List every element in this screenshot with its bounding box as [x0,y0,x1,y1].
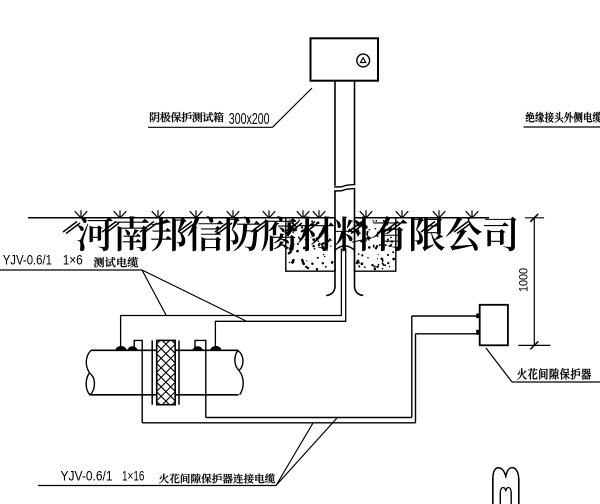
svg-text:300x200: 300x200 [229,111,270,128]
svg-text:YJV-0.6/1: YJV-0.6/1 [3,253,52,268]
svg-text:1×6: 1×6 [63,253,83,268]
svg-text:1×16: 1×16 [122,468,145,483]
svg-text:YJV-0.6/1: YJV-0.6/1 [61,468,113,483]
svg-text:1000: 1000 [519,268,531,292]
